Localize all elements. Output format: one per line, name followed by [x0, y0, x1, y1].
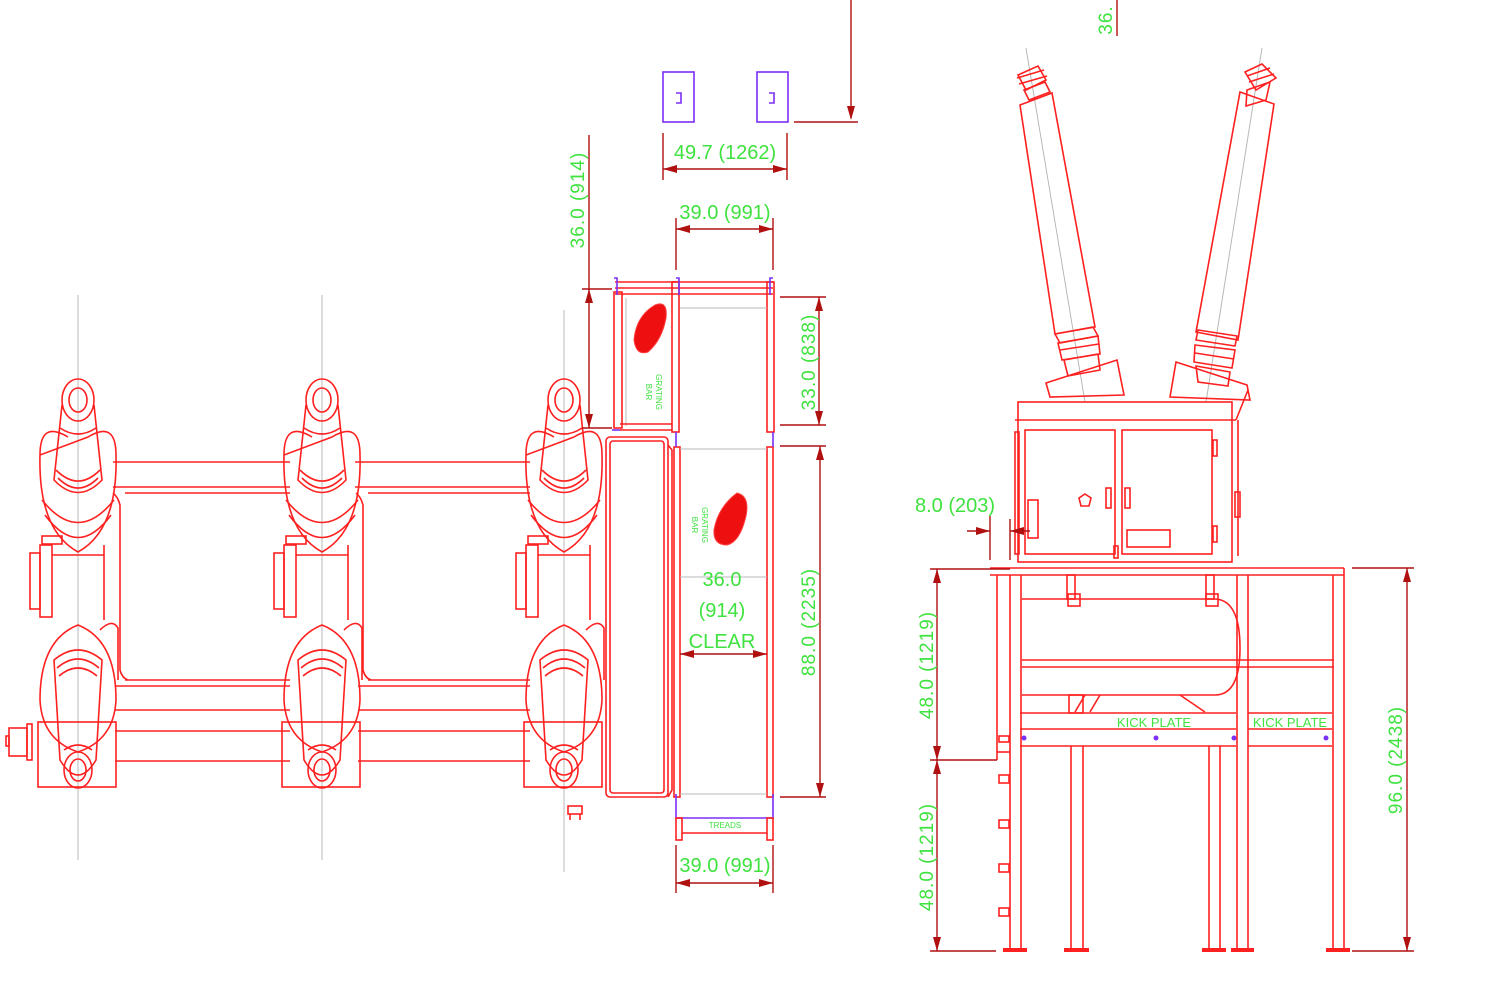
dimension-label: 39.0 (991)	[679, 855, 770, 877]
dimension-bottom-width: 39.0 (991)	[675, 845, 774, 893]
control-cabinet	[1014, 389, 1249, 563]
stair-label: TREADS	[709, 821, 741, 830]
anchor-bolt-icon	[756, 71, 789, 123]
dimension-label: 8.0 (203)	[915, 495, 995, 517]
bus-bars	[112, 461, 530, 762]
dimension-label: 96.0 (2438)	[1386, 706, 1407, 814]
anchor-bolt-icon	[676, 92, 682, 104]
dimension-offset: 8.0 (203)	[915, 495, 1030, 560]
mechanism-cabinet	[567, 436, 673, 820]
dimension-anchor-spacing: 49.7 (1262)	[662, 133, 788, 180]
dimension-label: 36.	[1096, 5, 1117, 34]
dimension-walkway-length: 88.0 (2235)	[780, 445, 826, 798]
lock-icon	[1078, 493, 1092, 507]
dimension-label: 33.0 (838)	[799, 314, 820, 411]
clear-width-label: 36.0	[703, 569, 742, 591]
bushing-left	[1016, 47, 1125, 403]
breaker-pole	[515, 378, 605, 789]
dimension-total-height: 96.0 (2438)	[1352, 567, 1414, 952]
breaker-pole	[29, 378, 119, 789]
grating-label: GRATING	[654, 374, 663, 410]
grating-label: GRATING	[700, 507, 709, 543]
breaker-plan-view	[5, 295, 673, 872]
dimension-label: 48.0 (1219)	[917, 803, 938, 911]
grating-label: BAR	[690, 517, 699, 534]
dimension-label: 48.0 (1219)	[917, 611, 938, 719]
stair-treads: TREADS	[675, 817, 774, 841]
clear-width-label: (914)	[699, 600, 746, 622]
terminal-connector	[5, 723, 33, 761]
dimension-label: 39.0 (991)	[679, 202, 770, 224]
dimension-platform-height: 48.0 (1219)	[917, 568, 1010, 761]
kick-plate-label: KICK PLATE	[1117, 715, 1192, 730]
dimension-label: 88.0 (2235)	[799, 568, 820, 676]
dimension-label: 49.7 (1262)	[674, 142, 776, 164]
dimension-label: 36.0 (914)	[568, 152, 589, 249]
anchor-bolt-icon	[769, 92, 775, 104]
grating-marker	[713, 492, 748, 546]
dimension-grating-depth: 33.0 (838)	[780, 296, 826, 426]
anchor-bolt-icon	[662, 71, 695, 123]
dimension-top-width: 39.0 (991)	[675, 202, 774, 270]
grating-label: BAR	[644, 384, 653, 401]
dimension-upper-height: 36.0 (914)	[568, 135, 612, 429]
dimension-lower-height: 48.0 (1219)	[917, 760, 996, 952]
breaker-pole	[273, 378, 363, 789]
grating-marker	[633, 303, 667, 354]
kick-plate-label: KICK PLATE	[1253, 715, 1328, 730]
walkway: BAR GRATING 36.0 (914) CLEAR	[673, 432, 774, 819]
platform-frame: KICK PLATE KICK PLATE	[990, 567, 1350, 952]
upper-grating-bay: BAR GRATING	[612, 277, 775, 433]
bushing-right	[1169, 47, 1278, 403]
elevation-view: 36.	[915, 0, 1414, 952]
clear-width-label: CLEAR	[689, 631, 756, 653]
platform-plan-view: 49.7 (1262) 39.0 (991) 36.0 (914)	[568, 0, 858, 893]
